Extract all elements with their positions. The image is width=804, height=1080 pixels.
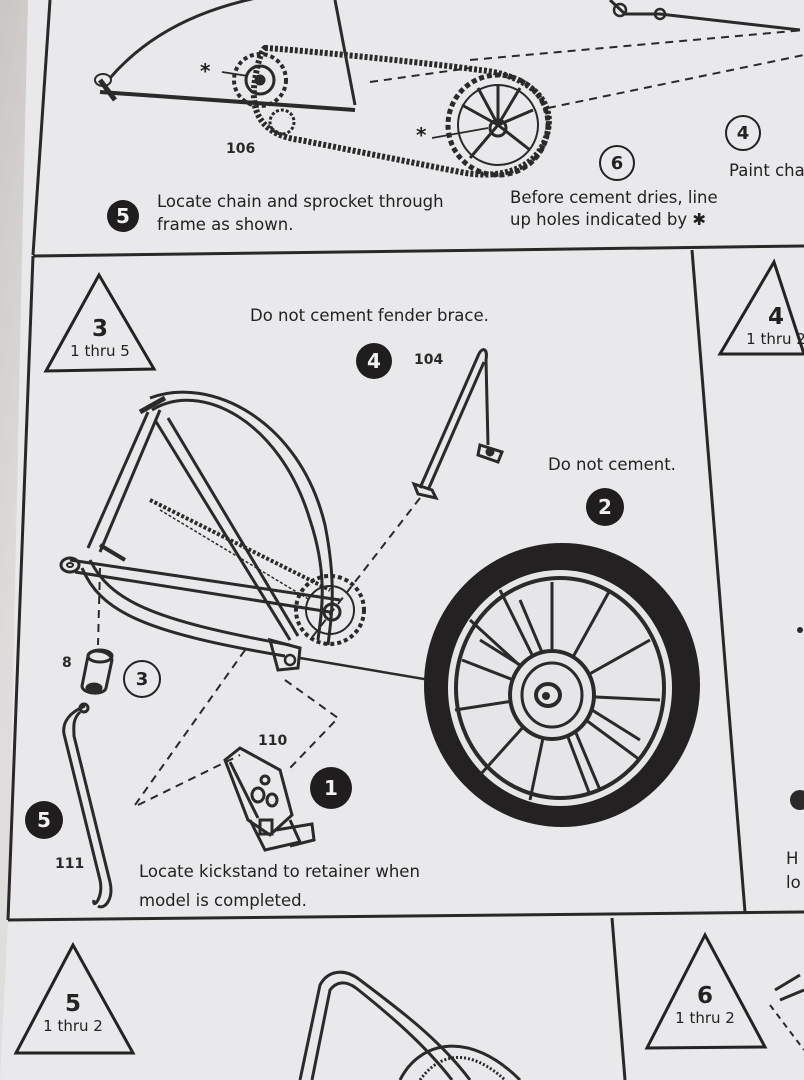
step-badge-1-middle: 1 <box>310 767 352 809</box>
part-number-111: 111 <box>55 856 85 872</box>
triangle-step-5 <box>13 941 136 1055</box>
fender-brace-note: Do not cement fender brace. <box>250 306 489 325</box>
kickstand-drawing <box>62 702 113 909</box>
panel-divider-bottom <box>7 910 804 922</box>
step-badge-4-top: 4 <box>725 115 761 151</box>
step-5-instruction-line2: frame as shown. <box>157 215 294 234</box>
triangle-step-4-range: 1 thru 2 <box>746 330 804 348</box>
part-8-drawing <box>80 648 114 695</box>
right-panel-text-partial-line2: lo <box>786 873 801 892</box>
step-badge-5-middle: 5 <box>25 801 63 839</box>
dashed-guides-top <box>369 29 804 109</box>
asterisk-marker-large-sprocket: * <box>416 123 427 147</box>
step-badge-5-top: 5 <box>107 200 139 232</box>
small-sprocket <box>232 52 296 136</box>
triangle-label-step-3: 3 1 thru 5 <box>56 318 144 359</box>
kickstand-instruction-line2: model is completed. <box>139 891 307 910</box>
retainer-drawing <box>223 746 316 852</box>
triangle-step-4-number: 4 <box>767 304 784 330</box>
asterisk-marker-sprocket: * <box>200 59 211 83</box>
bottom-panel-divider <box>610 917 627 1080</box>
step-badge-6-top: 6 <box>599 145 635 181</box>
triangle-label-step-6: 6 1 thru 2 <box>660 985 750 1026</box>
triangle-step-6 <box>644 931 768 1050</box>
triangle-step-5-number: 5 <box>64 991 81 1017</box>
triangle-step-6-number: 6 <box>696 983 713 1009</box>
panel-borders <box>6 0 804 1080</box>
part-number-104: 104 <box>414 352 444 368</box>
middle-panel-left-border <box>6 255 35 921</box>
dashed-guides-middle <box>97 497 421 806</box>
step-5-instruction-line1: Locate chain and sprocket through <box>157 192 444 211</box>
triangle-label-step-4: 4 1 thru 2 <box>736 306 804 347</box>
part-number-110: 110 <box>258 733 288 749</box>
step-badge-3-middle: 3 <box>123 660 161 698</box>
step-badge-2-middle: 2 <box>586 488 624 526</box>
step-6-instruction-line2: up holes indicated by ✱ <box>510 210 707 229</box>
triangle-step-6-range: 1 thru 2 <box>675 1009 735 1027</box>
panel-divider-top <box>32 244 804 258</box>
kickstand-instruction-line1: Locate kickstand to retainer when <box>139 862 420 881</box>
step-triangles <box>13 258 804 1055</box>
top-right-part <box>608 0 801 32</box>
triangle-step-4 <box>717 258 804 356</box>
rear-wheel-drawing <box>424 543 700 827</box>
right-panel-marks <box>790 627 804 810</box>
right-panel-text-partial-line1: H <box>786 849 799 868</box>
bottom-frame-drawing <box>298 970 804 1080</box>
step-6-instruction-line1: Before cement dries, line <box>510 188 718 207</box>
triangle-step-3-number: 3 <box>91 316 108 342</box>
pointer-lines-top <box>221 71 489 139</box>
bike-frame-drawing <box>59 390 366 672</box>
fender-brace-drawing <box>411 348 504 501</box>
wheel-note: Do not cement. <box>548 455 676 474</box>
part-number-106: 106 <box>226 141 256 157</box>
triangle-step-3-range: 1 thru 5 <box>70 342 130 360</box>
triangle-step-3 <box>43 271 157 373</box>
step-badge-4-middle: 4 <box>356 343 392 379</box>
step-4-instruction-partial: Paint cha <box>729 161 804 180</box>
large-sprocket <box>445 72 551 178</box>
triangle-step-5-range: 1 thru 2 <box>43 1017 103 1035</box>
part-number-8: 8 <box>62 655 72 671</box>
triangle-label-step-5: 5 1 thru 2 <box>28 993 118 1034</box>
middle-panel-right-border <box>690 249 747 913</box>
top-panel-left-border <box>31 0 52 256</box>
